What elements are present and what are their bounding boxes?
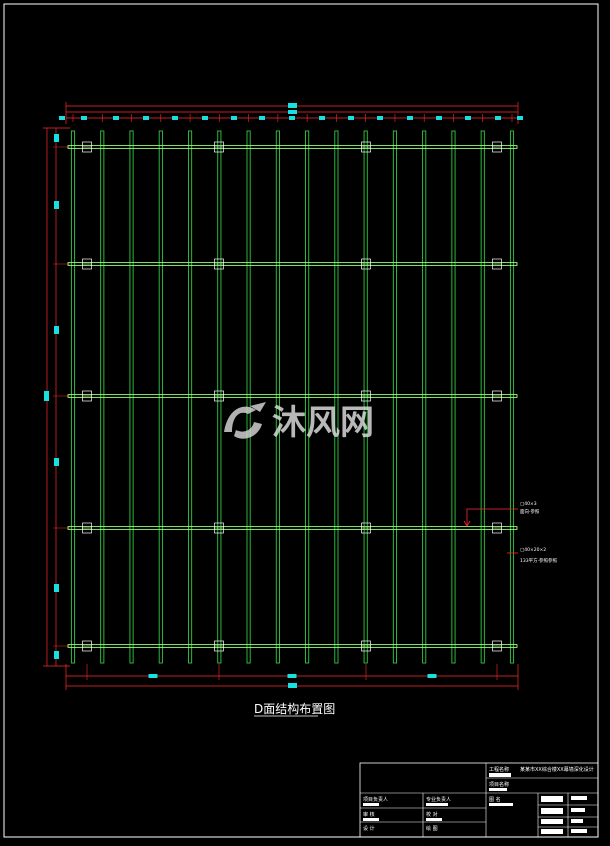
dimension-tag: [54, 134, 59, 142]
tb-fill-block: [541, 819, 563, 824]
beam: [67, 145, 518, 149]
watermark-text: 沐风网: [272, 403, 374, 443]
dimension-tag: [148, 674, 158, 678]
tb-pro-leader-label: 专业负责人: [426, 796, 451, 803]
dimension-tag: [517, 116, 523, 120]
dimension-tag: [54, 201, 59, 209]
dimension-tag: [202, 116, 208, 120]
dimension-tag: [113, 116, 119, 120]
title-block-frame: [359, 762, 599, 838]
tb-fill-block: [489, 773, 511, 777]
tb-project-name-value: 某某市XX综合楼XX幕墙深化设计: [520, 766, 594, 773]
beam: [67, 394, 518, 398]
dimension-tag: [54, 651, 59, 659]
dimension-tag: [54, 326, 59, 334]
wm-logo-icon: [224, 402, 266, 439]
dimension-tag: [143, 116, 149, 120]
beam: [67, 644, 518, 648]
dimension-tag: [465, 116, 471, 120]
note2-line1: □40×20×2: [520, 547, 546, 553]
note1-line2: 面向·参照: [520, 508, 540, 515]
sheet-border: [3, 3, 599, 838]
tb-item-name-label: 项目名称: [489, 781, 509, 788]
drawing-title-group: D面结构布置图: [254, 701, 335, 717]
connector-group: [82, 141, 502, 652]
tb-designer-label: 项目负责人: [363, 796, 388, 803]
callout-leader-1: [466, 508, 518, 525]
tb-design-label: 设 计: [363, 825, 375, 832]
dimension-tag: [377, 116, 383, 120]
tb-check-label: 校 对: [426, 811, 438, 818]
tb-fill-block: [541, 829, 563, 834]
callout-arrow-1: [463, 520, 471, 527]
watermark: 沐风网: [224, 402, 374, 443]
dimension-tag: [288, 103, 297, 108]
note2-line2: 133平方·参照参照: [520, 557, 558, 564]
tb-fill-block: [363, 818, 379, 821]
dimension-tag: [259, 116, 265, 120]
dimension-tag: [54, 584, 59, 592]
dimension-tag: [288, 683, 297, 688]
beam-group: [67, 145, 518, 648]
dimension-tag: [348, 116, 354, 120]
dimension-lines: [43, 102, 523, 690]
tb-project-name-label: 工程名称: [489, 766, 509, 773]
tb-fill-block: [571, 796, 587, 800]
note1-line1: □40×3: [520, 501, 537, 507]
tb-fill-block: [489, 803, 513, 806]
dimension-tag: [54, 458, 59, 466]
tb-review-label: 审 核: [363, 811, 375, 818]
tb-fill-block: [541, 796, 563, 802]
dimension-tag: [495, 116, 501, 120]
dimension-tag: [288, 110, 297, 114]
dimension-tag: [427, 674, 437, 678]
beam: [67, 262, 518, 266]
tb-fill-block: [571, 819, 583, 823]
dimension-tag: [231, 116, 237, 120]
dimension-tag: [407, 116, 413, 120]
beam: [67, 526, 518, 530]
drawing-title: D面结构布置图: [254, 701, 335, 716]
dimension-tag: [289, 116, 295, 120]
tb-drawing-name-label: 图 名: [489, 796, 501, 803]
tb-fill-block: [541, 808, 563, 814]
tb-fill-block: [426, 818, 442, 821]
tb-fill-block: [489, 788, 507, 791]
dimension-tag: [59, 116, 65, 120]
dimension-tag: [436, 116, 442, 120]
dimension-tag: [319, 116, 325, 120]
tb-fill-block: [426, 803, 448, 806]
annotation-callouts: □40×3 面向·参照 □40×20×2 133平方·参照参照: [463, 501, 558, 564]
dimension-tag: [287, 674, 297, 678]
title-block: 工程名称 某某市XX综合楼XX幕墙深化设计 项目名称 项目负责人 专业负责人 图…: [359, 762, 599, 838]
tb-draw-label: 绘 图: [426, 825, 438, 832]
tb-fill-block: [363, 803, 379, 806]
tb-fill-block: [571, 829, 587, 833]
tb-fill-block: [571, 808, 585, 812]
dimension-tag: [81, 116, 87, 120]
dimension-tag: [172, 116, 178, 120]
dimension-tag: [44, 391, 49, 401]
